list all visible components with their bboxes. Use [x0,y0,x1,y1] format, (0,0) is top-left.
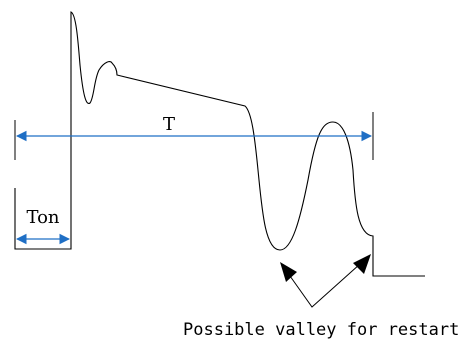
switching-waveform [14,11,425,277]
valley-caption: Possible valley for restart [183,320,459,340]
valley-pointer-arrowhead-right [353,254,371,274]
period-label: T [163,114,175,135]
on-time-label: Ton [26,207,59,228]
valley-pointer-lines [289,263,361,308]
valley-pointer-arrowhead-left [280,262,297,282]
